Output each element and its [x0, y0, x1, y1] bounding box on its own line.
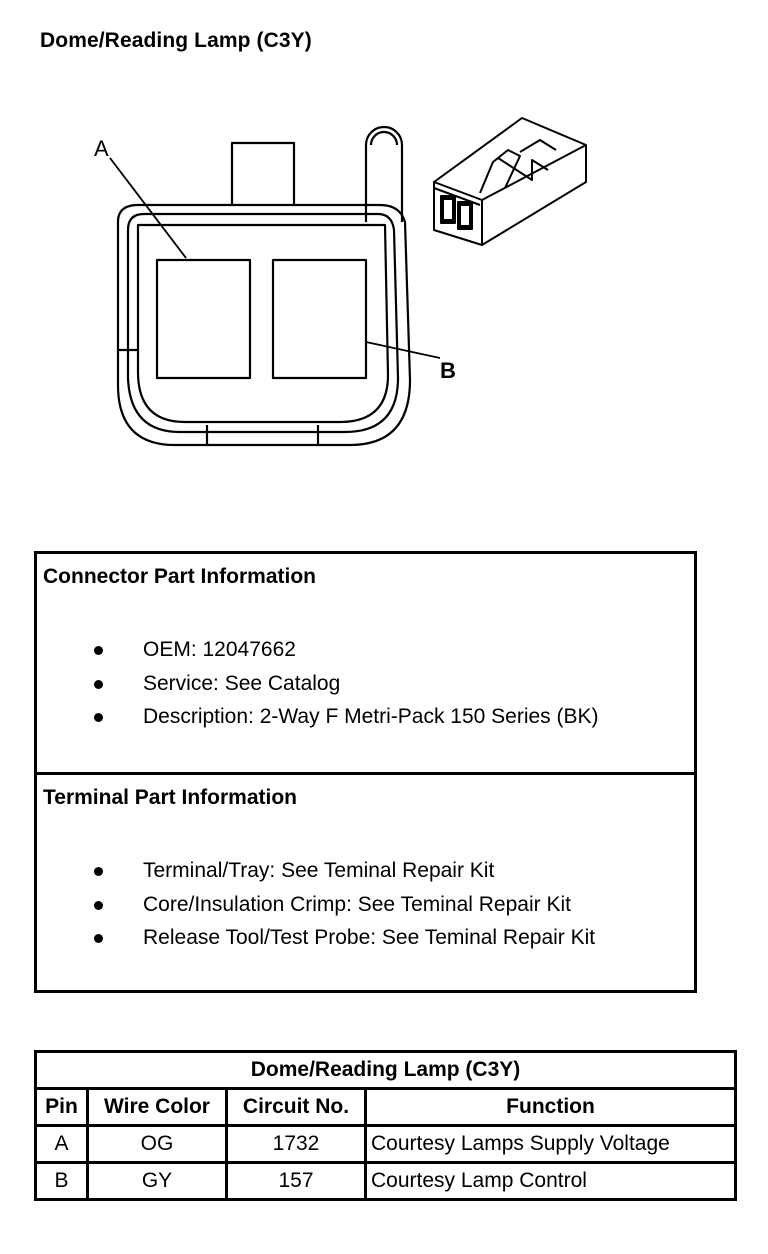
wire-color-cell: GY: [86, 1161, 228, 1201]
bullet-text: Service: See Catalog: [143, 671, 341, 695]
terminal-part-info: Terminal Part Information Terminal/Tray:…: [37, 775, 694, 990]
bullet-icon: [94, 934, 103, 943]
bullet-icon: [94, 679, 103, 689]
table-header-row: Pin Wire Color Circuit No. Function: [34, 1087, 737, 1127]
pin-b-label: B: [440, 358, 456, 383]
bullet-text: Terminal/Tray: See Teminal Repair Kit: [143, 859, 495, 882]
column-header-wire-color: Wire Color: [86, 1087, 228, 1127]
bullet-text: OEM: 12047662: [143, 638, 296, 661]
bullet-icon: [94, 713, 103, 722]
pin-cell: A: [34, 1124, 89, 1164]
cavity-b: [271, 258, 368, 380]
bullet-text: Core/Insulation Crimp: See Teminal Repai…: [143, 892, 571, 916]
pin-cell: B: [34, 1161, 89, 1201]
connector-info-heading: Connector Part Information: [43, 565, 317, 588]
info-divider: [37, 772, 694, 775]
connector-part-info: Connector Part Information OEM: 12047662…: [37, 554, 694, 772]
cavity-a: [155, 258, 252, 380]
part-info-box: Connector Part Information OEM: 12047662…: [34, 551, 697, 993]
pin-leader-lines: [109, 157, 441, 359]
bullet-icon: [94, 646, 103, 655]
circuit-cell: 1732: [225, 1124, 367, 1164]
connector-face-view: [116, 125, 412, 447]
connector-diagram: A B: [94, 117, 587, 447]
function-cell: Courtesy Lamp Control: [364, 1161, 737, 1201]
table-row: A OG 1732 Courtesy Lamps Supply Voltage: [34, 1124, 737, 1164]
circuit-cell: 157: [225, 1161, 367, 1201]
terminal-info-heading: Terminal Part Information: [43, 786, 297, 809]
page-title: Dome/Reading Lamp (C3Y): [40, 29, 312, 52]
connector-isometric-view: [433, 117, 587, 246]
table-title-row: Dome/Reading Lamp (C3Y): [34, 1050, 737, 1090]
bullet-text: Description: 2-Way F Metri-Pack 150 Seri…: [143, 705, 599, 728]
bullet-icon: [94, 867, 103, 876]
column-header-function: Function: [364, 1087, 737, 1127]
bullet-icon: [94, 900, 103, 910]
table-row: B GY 157 Courtesy Lamp Control: [34, 1161, 737, 1201]
column-header-circuit-no: Circuit No.: [225, 1087, 367, 1127]
function-cell: Courtesy Lamps Supply Voltage: [364, 1124, 737, 1164]
column-header-pin: Pin: [34, 1087, 89, 1127]
pin-table: Dome/Reading Lamp (C3Y) Pin Wire Color C…: [34, 1050, 737, 1201]
bullet-text: Release Tool/Test Probe: See Teminal Rep…: [143, 926, 596, 949]
pin-a-label: A: [94, 136, 109, 161]
table-title: Dome/Reading Lamp (C3Y): [34, 1050, 737, 1090]
wire-color-cell: OG: [86, 1124, 228, 1164]
